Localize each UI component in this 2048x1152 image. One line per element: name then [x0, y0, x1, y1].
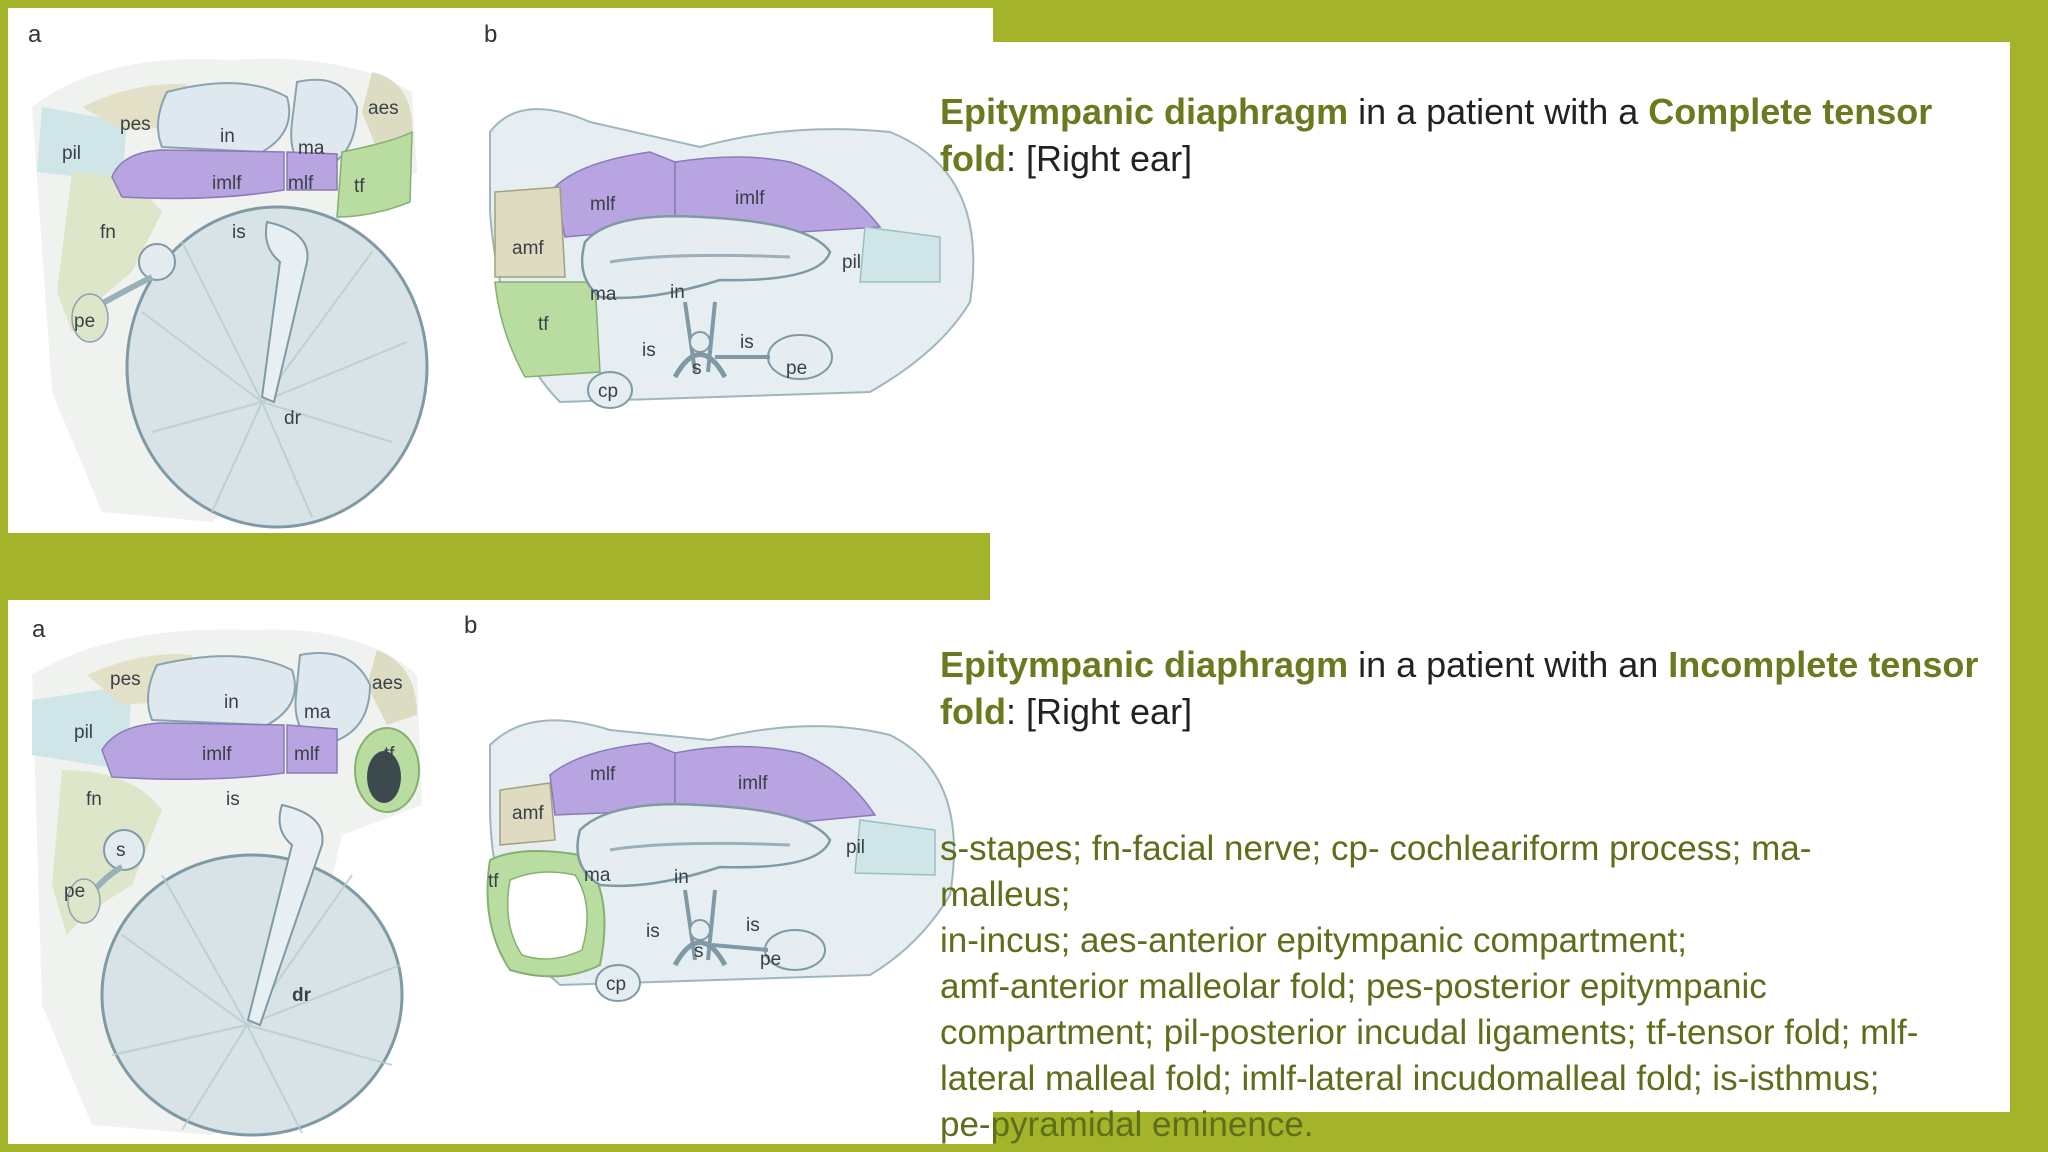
label-dr: dr [284, 408, 302, 429]
caption-top-term: Epitympanic diaphragm [940, 91, 1349, 132]
mlf-fold [286, 724, 338, 774]
caption-bottom-emph: Incomplete tensor fold [940, 644, 1979, 732]
label-pe: pe [64, 881, 85, 902]
panel-letter-b: b [484, 21, 497, 48]
label-fn: fn [100, 222, 116, 243]
caption-top-tail: : [Right ear] [1005, 138, 1193, 179]
caption-bottom-term: Epitympanic diaphragm [940, 644, 1349, 685]
top-right-panel [990, 42, 2010, 1112]
label-is: is [226, 789, 240, 810]
label-pil: pil [846, 837, 865, 858]
label-s: s [692, 358, 702, 379]
label-amf: amf [512, 238, 544, 259]
label-in: in [674, 867, 689, 888]
caption-bottom: Epitympanic diaphragm in a patient with … [940, 641, 2010, 735]
imlf-fold [674, 745, 877, 824]
caption-bottom-mid: in a patient with an [1348, 644, 1669, 685]
tympanic-membrane [100, 853, 404, 1137]
label-ma: ma [298, 138, 325, 159]
label-s: s [116, 840, 126, 861]
tf-fold [336, 130, 413, 218]
label-imlf: imlf [738, 773, 768, 794]
fn-region [57, 172, 162, 332]
tf-fold [494, 281, 601, 378]
label-tf: tf [488, 871, 499, 892]
legend-line: amf-anterior malleolar fold; pes-posteri… [940, 967, 1767, 1006]
pil-region [37, 107, 127, 182]
label-pe: pe [74, 311, 95, 332]
amf-fold [499, 782, 556, 846]
caption-top: Epitympanic diaphragm in a patient with … [940, 88, 2010, 182]
abbreviation-legend: s-stapes; fn-facial nerve; cp- cochleari… [940, 826, 2020, 1148]
label-ma: ma [584, 865, 611, 886]
label-pes: pes [120, 114, 151, 135]
incus [157, 82, 291, 154]
label-cp: cp [606, 974, 626, 995]
caption-top-emph: Complete tensor fold [940, 91, 1933, 179]
label-fn: fn [86, 789, 102, 810]
pil-region [859, 226, 941, 283]
legend-line: in-incus; aes-anterior epitympanic compa… [940, 921, 1687, 960]
amf-fold [494, 186, 566, 278]
caption-bottom-tail: : [Right ear] [1005, 691, 1193, 732]
label-mlf: mlf [590, 764, 616, 785]
label-tf: tf [384, 744, 395, 765]
figure-top-b: b mlf imlf amf pil ma in tf is is s [470, 12, 990, 452]
label-in: in [224, 692, 239, 713]
label-amf: amf [512, 803, 544, 824]
mlf-fold [286, 151, 338, 191]
label-pe: pe [760, 949, 781, 970]
panel-letter-a: a [32, 616, 46, 643]
label-is: is [642, 340, 656, 361]
label-is-2: is [746, 915, 760, 936]
label-tf: tf [538, 314, 549, 335]
label-aes: aes [368, 98, 399, 119]
imlf-fold [674, 156, 882, 233]
caption-top-mid: in a patient with a [1348, 91, 1649, 132]
label-cp: cp [598, 381, 618, 402]
legend-line: compartment; pil-posterior incudal ligam… [940, 1013, 1919, 1052]
label-is: is [646, 921, 660, 942]
label-pe: pe [786, 358, 807, 379]
incus [147, 655, 296, 727]
label-imlf: imlf [212, 173, 242, 194]
panel-letter-b: b [464, 612, 477, 639]
label-imlf: imlf [202, 744, 232, 765]
label-ma: ma [590, 284, 617, 305]
label-pil: pil [62, 143, 81, 164]
label-tf: tf [354, 176, 365, 197]
label-ma: ma [304, 702, 331, 723]
label-pil: pil [74, 722, 93, 743]
label-pil: pil [842, 252, 861, 273]
figure-top-a: a [12, 12, 442, 532]
label-is-2: is [740, 332, 754, 353]
figure-bottom-b: b mlf imlf amf pil tf ma in is is s pe c… [450, 605, 990, 1045]
label-pes: pes [110, 669, 141, 690]
legend-line: malleus; [940, 875, 1071, 914]
aes-region [367, 650, 417, 725]
label-mlf: mlf [294, 744, 320, 765]
label-in: in [220, 126, 235, 147]
figure-bottom-a: a pes in ma aes pil imlf [12, 605, 442, 1140]
label-s: s [694, 941, 704, 962]
malleus [294, 652, 372, 747]
label-mlf: mlf [590, 194, 616, 215]
label-imlf: imlf [735, 188, 765, 209]
label-mlf: mlf [288, 173, 314, 194]
label-in: in [670, 282, 685, 303]
pil-region [854, 819, 936, 876]
panel-letter-a: a [28, 21, 42, 48]
legend-line: s-stapes; fn-facial nerve; cp- cochleari… [940, 829, 1812, 868]
label-dr: dr [292, 985, 312, 1006]
legend-line: pe-pyramidal eminence. [940, 1105, 1314, 1144]
label-aes: aes [372, 673, 403, 694]
imlf-fold [111, 149, 285, 200]
imlf-fold [101, 722, 285, 780]
label-is: is [232, 222, 246, 243]
legend-line: lateral malleal fold; imlf-lateral incud… [940, 1059, 1880, 1098]
